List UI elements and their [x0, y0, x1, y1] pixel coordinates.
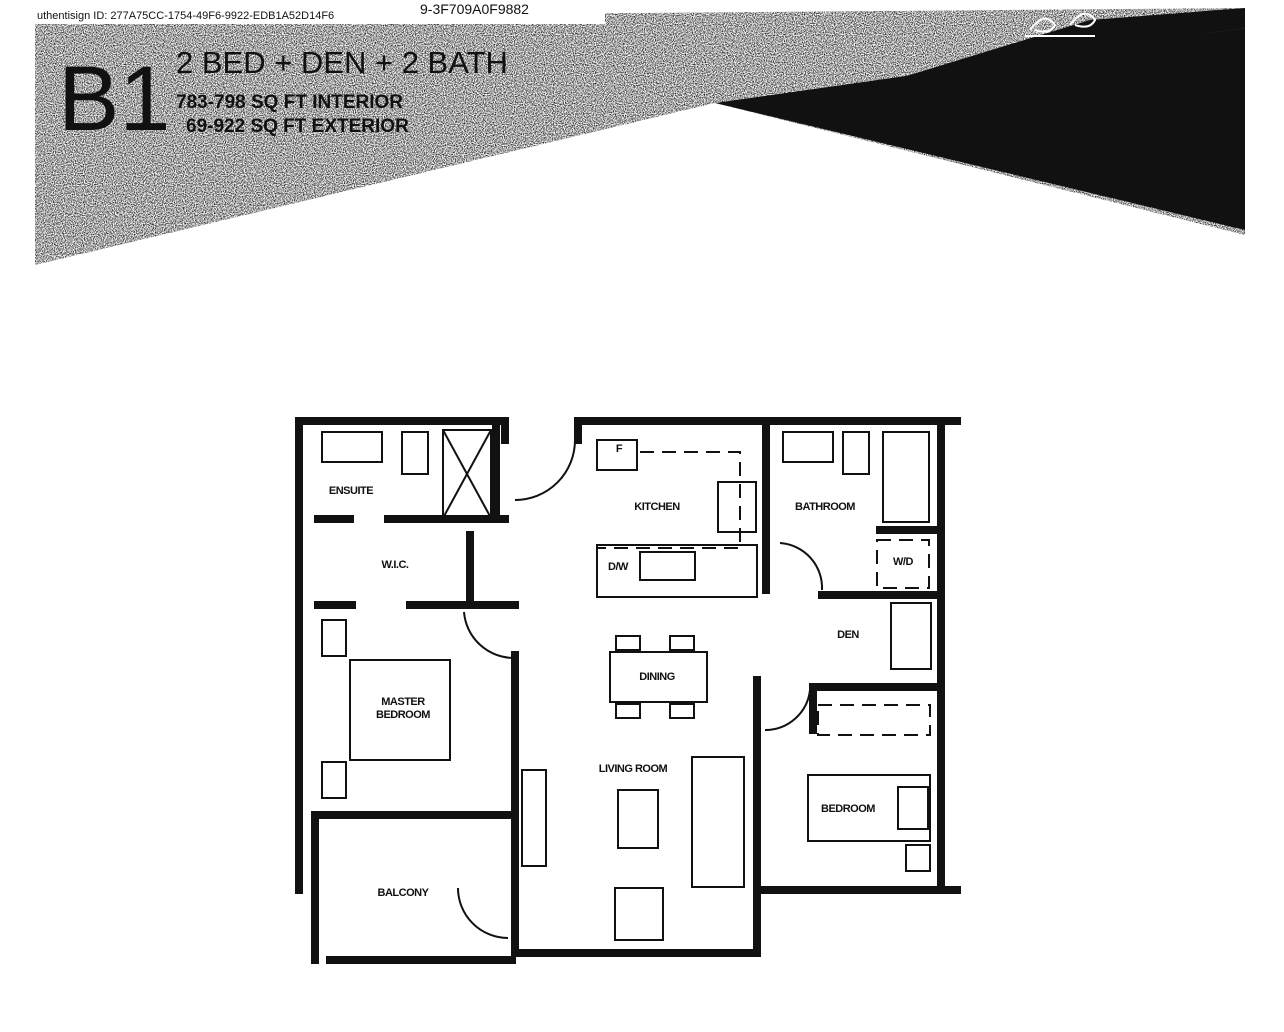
floor-plan: ENSUITE W.I.C. F KITCHEN D/W BATHROOM W/…	[295, 417, 961, 964]
label-dw: D/W	[608, 561, 629, 573]
label-fridge: F	[616, 443, 623, 455]
label-master-1: MASTER	[381, 696, 425, 708]
label-bathroom: BATHROOM	[795, 501, 855, 513]
interior-area: 783-798 SQ FT INTERIOR	[176, 92, 403, 113]
brand-logo: wren+raven	[921, 64, 1161, 113]
auth-id: uthentisign ID: 277A75CC-1754-49F6-9922-…	[37, 10, 334, 22]
fixtures	[321, 429, 932, 941]
walls	[295, 417, 961, 964]
id-strip	[35, 4, 605, 24]
brand-triangle	[715, 28, 1245, 230]
plan-code: B1	[58, 48, 171, 150]
exterior-area: 69-922 SQ FT EXTERIOR	[186, 116, 409, 137]
brand-triangle-top	[900, 8, 1245, 78]
label-kitchen: KITCHEN	[634, 501, 680, 513]
label-wic: W.I.C.	[382, 559, 409, 571]
unit-type: 2 BED + DEN + 2 BATH	[176, 45, 508, 80]
label-den: DEN	[837, 629, 859, 641]
bird-logo-icon	[1025, 12, 1097, 37]
label-master-2: BEDROOM	[376, 709, 430, 721]
label-dining: DINING	[639, 671, 675, 683]
label-balcony: BALCONY	[378, 887, 430, 899]
room-labels: ENSUITE W.I.C. F KITCHEN D/W BATHROOM W/…	[329, 443, 914, 899]
brand-tagline: HILLSIDE HOMES	[1002, 119, 1128, 136]
label-living: LIVING ROOM	[599, 763, 668, 775]
label-bedroom: BEDROOM	[821, 803, 875, 815]
doc-id: 9-3F709A0F9882	[420, 1, 529, 17]
label-wd: W/D	[893, 556, 913, 568]
label-ensuite: ENSUITE	[329, 485, 373, 497]
